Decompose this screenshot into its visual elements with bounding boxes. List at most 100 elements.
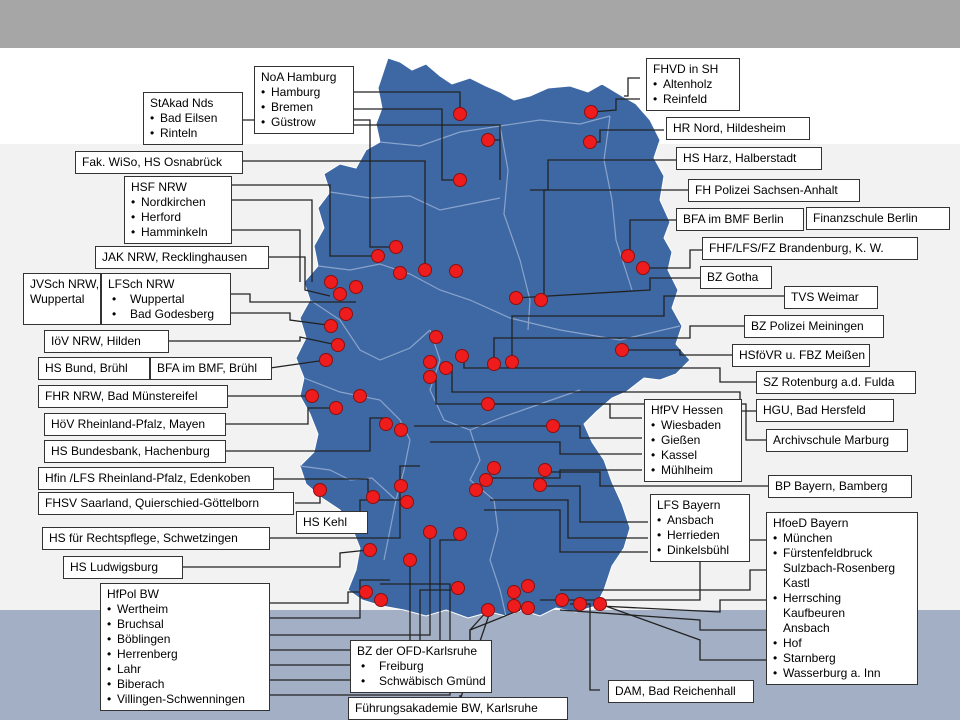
- dot: [439, 361, 453, 375]
- label-hs-ludwigsburg: HS Ludwigsburg: [63, 556, 183, 579]
- label-hs-bund: HS Bund, Brühl: [38, 357, 150, 380]
- label-text: HS Kehl: [303, 515, 348, 529]
- dot: [521, 579, 535, 593]
- label-bz-polizei-meiningen: BZ Polizei Meiningen: [744, 315, 884, 338]
- list-item: München: [773, 531, 911, 546]
- list-item: Reinfeld: [653, 92, 733, 107]
- dot: [481, 603, 495, 617]
- list-item: Wiesbaden: [651, 418, 735, 433]
- dot: [394, 423, 408, 437]
- dot: [621, 249, 635, 263]
- dot: [534, 293, 548, 307]
- label-noa-hamburg: NoA Hamburg Hamburg Bremen Güstrow: [254, 66, 354, 134]
- label-title: BZ der OFD-Karlsruhe: [357, 644, 478, 658]
- label-text: TVS Weimar: [791, 290, 859, 304]
- dot: [429, 330, 443, 344]
- dot: [359, 585, 373, 599]
- dot: [331, 338, 345, 352]
- list-item: Bad Eilsen: [150, 111, 236, 126]
- list-item: Hamburg: [261, 85, 347, 100]
- label-archivschule: Archivschule Marburg: [766, 429, 908, 452]
- label-text: Hfin /LFS Rheinland-Pfalz, Edenkoben: [45, 471, 251, 485]
- list-item: Bad Godesberg: [108, 307, 224, 322]
- list-item: Freiburg: [357, 659, 485, 674]
- label-text: JAK NRW, Recklinghausen: [102, 250, 248, 264]
- label-bfa-bruhl: BFA im BMF, Brühl: [150, 357, 272, 380]
- label-text: HöV Rheinland-Pfalz, Mayen: [51, 417, 206, 431]
- list-item: Herrenberg: [107, 647, 263, 662]
- label-hr-nord: HR Nord, Hildesheim: [666, 117, 810, 140]
- dot: [469, 483, 483, 497]
- dot: [366, 490, 380, 504]
- label-text: IöV NRW, Hilden: [51, 334, 141, 348]
- label-title: NoA Hamburg: [261, 70, 337, 84]
- label-text: FH Polizei Sachsen-Anhalt: [695, 183, 838, 197]
- list-item: Böblingen: [107, 632, 263, 647]
- label-text: FHF/LFS/FZ Brandenburg, K. W.: [709, 241, 884, 255]
- list-item: Schwäbisch Gmünd: [357, 674, 486, 689]
- dot: [319, 353, 333, 367]
- label-bz-ofd-karlsruhe: BZ der OFD-Karlsruhe Freiburg Schwäbisch…: [350, 640, 492, 693]
- dot: [363, 543, 377, 557]
- label-text: Fak. WiSo, HS Osnabrück: [82, 155, 223, 169]
- list-item: Altenholz: [653, 77, 733, 92]
- list-item: Wuppertal: [108, 292, 224, 307]
- label-fhr-nrw: FHR NRW, Bad Münstereifel: [38, 385, 228, 408]
- label-text: HS Bund, Brühl: [45, 361, 128, 375]
- dot: [394, 479, 408, 493]
- dot: [507, 599, 521, 613]
- label-text: BFA im BMF, Brühl: [157, 361, 258, 375]
- list-item: Lahr: [107, 662, 263, 677]
- label-hgu: HGU, Bad Hersfeld: [756, 399, 894, 422]
- label-text: BZ Gotha: [707, 270, 759, 284]
- dot: [521, 601, 535, 615]
- list-item: Biberach: [107, 677, 263, 692]
- label-title: LFS Bayern: [657, 498, 721, 512]
- dot: [324, 319, 338, 333]
- label-hfin-lfs-rlp: Hfin /LFS Rheinland-Pfalz, Edenkoben: [38, 467, 274, 490]
- dot: [389, 240, 403, 254]
- label-title: StAkad Nds: [150, 96, 214, 110]
- list-item: Bremen: [261, 100, 347, 115]
- dot: [333, 287, 347, 301]
- list-item: Fürstenfeldbruck: [773, 546, 911, 561]
- dot: [423, 355, 437, 369]
- dot: [573, 597, 587, 611]
- label-title: HSF NRW: [131, 180, 187, 194]
- label-dam: DAM, Bad Reichenhall: [608, 680, 754, 703]
- dot: [487, 357, 501, 371]
- label-text: FHSV Saarland, Quierschied-Göttelborn: [45, 496, 260, 510]
- label-text: FHR NRW, Bad Münstereifel: [45, 389, 198, 403]
- list-item: Sulzbach-Rosenberg: [783, 561, 896, 575]
- dot: [583, 135, 597, 149]
- list-item: Hof: [773, 636, 911, 651]
- label-hfpol-bw: HfPol BW Wertheim Bruchsal Böblingen Her…: [100, 583, 270, 711]
- label-text: BP Bayern, Bamberg: [775, 479, 888, 493]
- label-bfa-berlin: BFA im BMF Berlin: [676, 208, 804, 231]
- dot: [453, 527, 467, 541]
- list-item: Herrieden: [657, 528, 743, 543]
- label-text: Führungsakademie BW, Karlsruhe: [355, 701, 538, 715]
- label-bp-bayern: BP Bayern, Bamberg: [768, 475, 912, 498]
- label-text: SZ Rotenburg a.d. Fulda: [763, 375, 895, 389]
- label-fhsv-saarland: FHSV Saarland, Quierschied-Göttelborn: [38, 492, 294, 515]
- dot: [615, 343, 629, 357]
- list-item: Mühlheim: [651, 463, 735, 478]
- dot: [479, 473, 493, 487]
- list-item: Güstrow: [261, 115, 347, 130]
- dot: [455, 349, 469, 363]
- dot: [481, 397, 495, 411]
- label-sz-rotenburg: SZ Rotenburg a.d. Fulda: [756, 371, 916, 394]
- list-item: Ansbach: [783, 621, 830, 635]
- label-text: DAM, Bad Reichenhall: [615, 684, 736, 698]
- dot: [423, 525, 437, 539]
- label-finanzschule-berlin: Finanzschule Berlin: [806, 207, 950, 230]
- dot: [453, 107, 467, 121]
- label-bz-gotha: BZ Gotha: [700, 266, 772, 289]
- dot: [505, 355, 519, 369]
- dot: [449, 264, 463, 278]
- list-item: Gießen: [651, 433, 735, 448]
- label-fh-polizei-sa: FH Polizei Sachsen-Anhalt: [688, 179, 860, 202]
- dot: [313, 483, 327, 497]
- label-hfoed-bayern: HfoeD Bayern München Fürstenfeldbruck Su…: [766, 512, 918, 685]
